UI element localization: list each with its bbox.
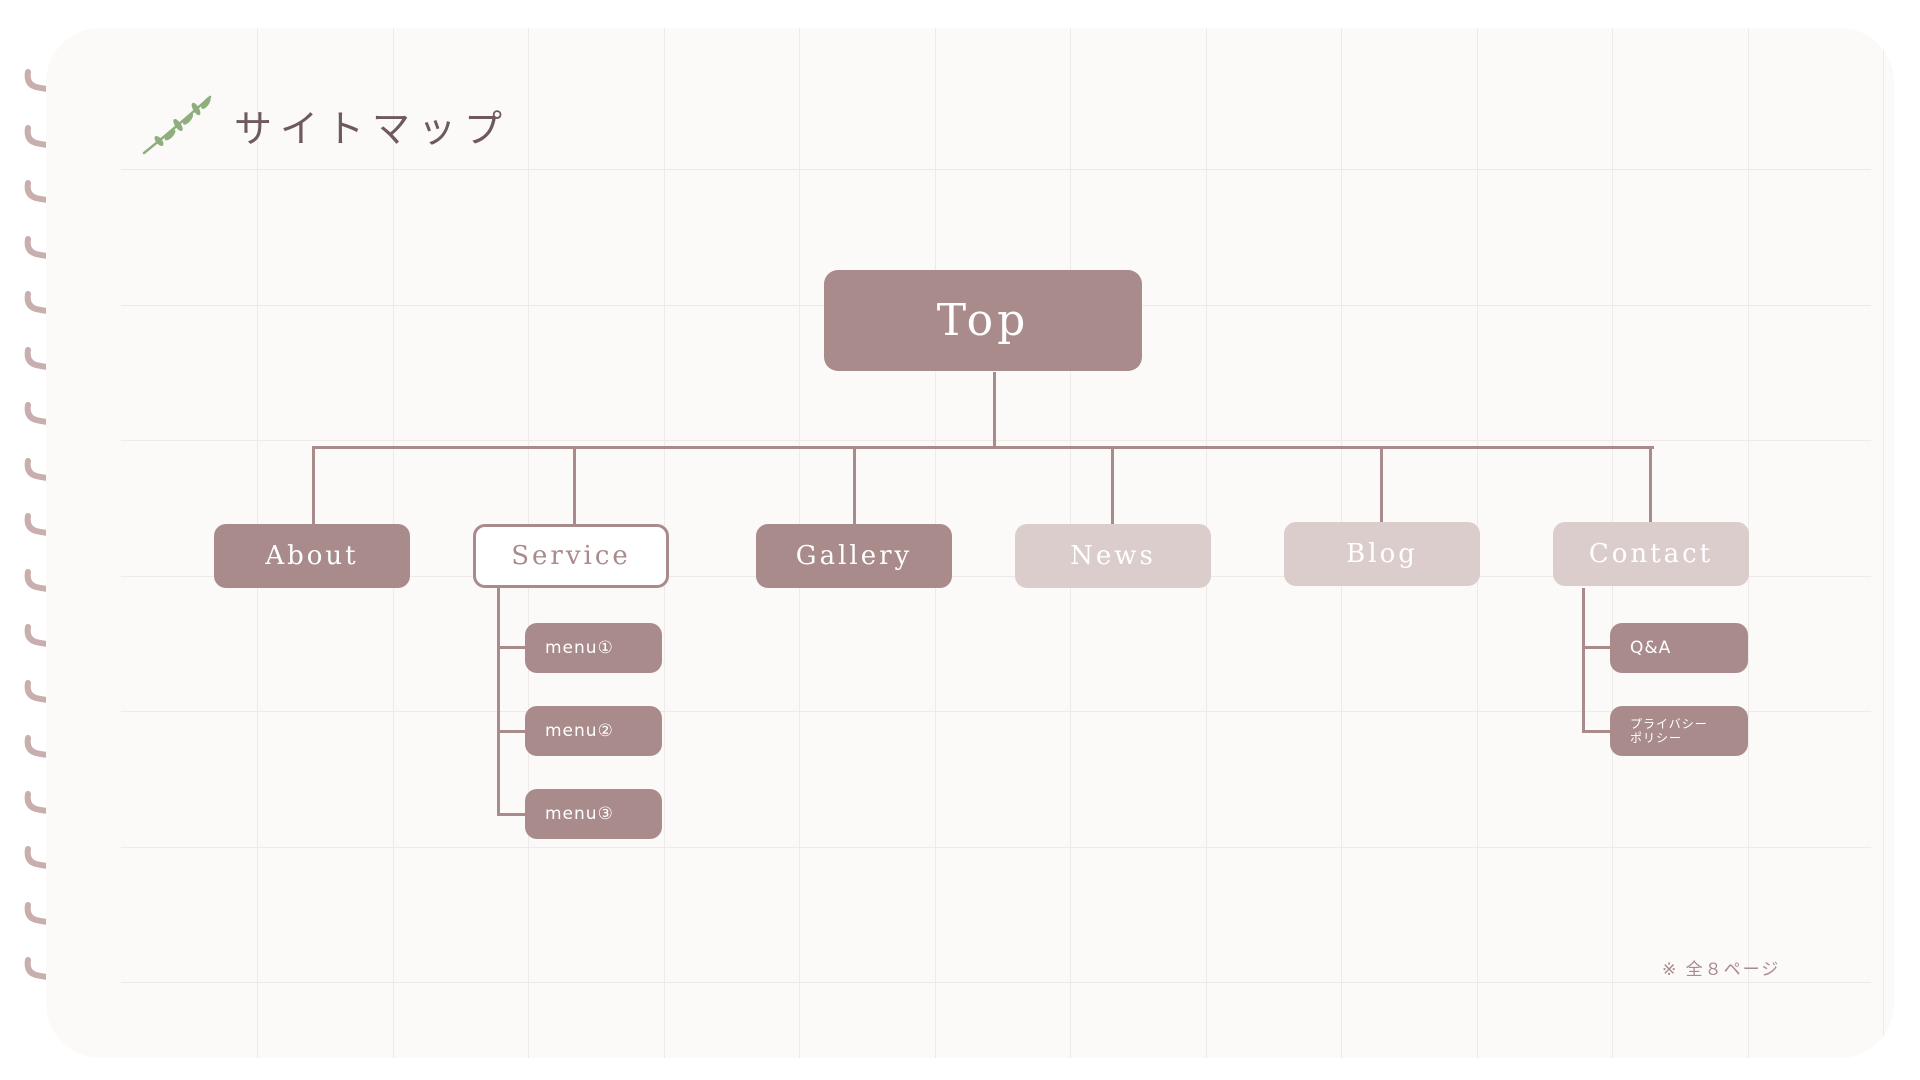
node-privacy-policy: プライバシー ポリシー [1610,706,1748,756]
privacy-line1: プライバシー [1630,717,1708,731]
node-blog: Blog [1284,522,1480,586]
connector-about [312,446,315,526]
node-top: Top [824,270,1142,371]
connector-menu3 [497,813,525,816]
connector-root-trunk [993,372,996,448]
connector-menu1 [497,646,525,649]
node-menu3: menu③ [525,789,662,839]
grid-line-horizontal [121,711,1871,712]
connector-contact-vertical [1582,588,1585,733]
node-about: About [214,524,410,588]
connector-service-vertical [497,588,500,815]
connector-qa [1582,646,1610,649]
node-gallery: Gallery [756,524,952,588]
connector-gallery [853,446,856,526]
page-count-note: ※ 全８ページ [1662,960,1781,980]
node-menu1: menu① [525,623,662,673]
connector-horizontal-bus [312,446,1654,449]
node-menu2: menu② [525,706,662,756]
grid-line-vertical [1883,28,1884,1058]
node-qa: Q&A [1610,623,1748,673]
grid-line-horizontal [121,846,1871,848]
connector-contact [1649,446,1652,526]
leaf-sprig-icon [142,95,212,155]
grid-line-horizontal [121,169,1871,170]
connector-menu2 [497,730,525,733]
connector-service [573,446,576,526]
grid-line-horizontal [121,982,1871,983]
page-title: サイトマップ [234,106,511,151]
node-news: News [1015,524,1211,588]
node-service: Service [473,524,669,588]
connector-blog [1380,446,1383,526]
grid-line-horizontal [121,440,1871,441]
node-contact: Contact [1553,522,1749,586]
connector-privacy [1582,730,1610,733]
title-row: サイトマップ [140,90,510,160]
connector-news [1111,446,1114,526]
privacy-line2: ポリシー [1630,731,1683,745]
grid-line-horizontal [121,575,1871,577]
